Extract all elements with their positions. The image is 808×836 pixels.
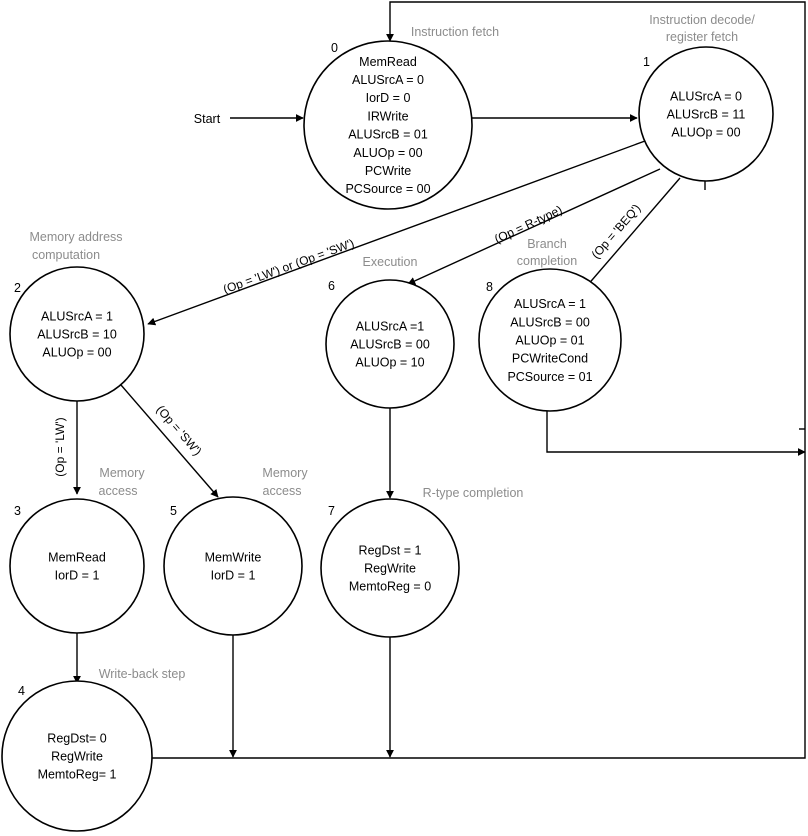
wire-8-to-bus xyxy=(546,410,806,456)
state-6-output-line: ALUSrcA =1 xyxy=(356,319,424,333)
state-0-output-line: ALUOp = 00 xyxy=(353,146,422,160)
state-5-phase-label: Memory xyxy=(262,466,308,480)
state-0-number: 0 xyxy=(331,41,338,55)
state-0-output-line: ALUSrcA = 0 xyxy=(352,73,424,87)
state-5-number: 5 xyxy=(170,504,177,518)
state-2-phase-label: Memory address xyxy=(29,230,122,244)
state-6-circle xyxy=(325,279,455,409)
state-4-output-line: RegWrite xyxy=(51,750,103,764)
wire-return-loop xyxy=(152,1,806,759)
state-6-output-line: ALUSrcB = 00 xyxy=(350,338,430,352)
transition-label-2-to-3: (Op = 'LW') xyxy=(53,417,67,476)
state-3-circle xyxy=(9,498,145,634)
state-0-output-line: IorD = 0 xyxy=(366,91,411,105)
state-7-circle xyxy=(320,498,460,638)
state-1-phase-label: Instruction decode/ xyxy=(649,13,755,27)
wire-2-to-5 xyxy=(120,384,219,498)
state-1: 1 Instruction decode/register fetchALUSrc… xyxy=(638,13,774,182)
state-7-output-line: RegDst = 1 xyxy=(359,543,422,557)
wire-1-to-2 xyxy=(147,140,646,326)
state-0-output-line: ALUSrcB = 01 xyxy=(348,128,428,142)
state-4-output-line: RegDst= 0 xyxy=(47,731,106,745)
state-4-circle xyxy=(1,680,153,832)
state-6-number: 6 xyxy=(328,279,335,293)
state-0-output-line: PCSource = 00 xyxy=(345,182,430,196)
transition-label-1-to-2: (Op = 'LW') or (Op = 'SW') xyxy=(221,236,356,296)
state-3-output-line: IorD = 1 xyxy=(55,569,100,583)
state-6-phase-label: Execution xyxy=(363,255,418,269)
state-2-circle xyxy=(9,266,145,402)
state-3-output-line: MemRead xyxy=(48,550,106,564)
state-8-output-line: PCSource = 01 xyxy=(507,370,592,384)
state-5-circle xyxy=(163,496,303,636)
state-2-phase-label: computation xyxy=(32,248,100,262)
state-0-output-line: PCWrite xyxy=(365,164,411,178)
state-4-output-line: MemtoReg= 1 xyxy=(38,768,117,782)
state-2-output-line: ALUOp = 00 xyxy=(42,346,111,360)
state-1-output-line: ALUSrcA = 0 xyxy=(670,89,742,103)
state-0-output-line: IRWrite xyxy=(367,109,408,123)
state-1-circle xyxy=(638,46,774,182)
state-5-output-line: IorD = 1 xyxy=(211,569,256,583)
state-2-number: 2 xyxy=(14,281,21,295)
state-1-output-line: ALUSrcB = 11 xyxy=(667,108,746,122)
wires xyxy=(73,1,806,759)
state-6-output-line: ALUOp = 10 xyxy=(355,356,424,370)
state-8-output-line: ALUSrcA = 1 xyxy=(514,297,586,311)
state-3-number: 3 xyxy=(14,504,21,518)
state-0-phase-label: Instruction fetch xyxy=(411,25,499,39)
state-3-phase-label: Memory xyxy=(99,466,145,480)
state-1-phase-label: register fetch xyxy=(666,30,738,44)
state-8-phase-label: completion xyxy=(517,254,577,268)
state-8-phase-label: Branch xyxy=(527,237,567,251)
wire-1-to-8 xyxy=(585,177,681,288)
state-1-output-line: ALUOp = 00 xyxy=(671,126,740,140)
state-8-circle xyxy=(478,268,622,412)
state-4-phase-label: Write-back step xyxy=(99,667,186,681)
state-2-output-line: ALUSrcB = 10 xyxy=(37,328,117,342)
state-7-output-line: MemtoReg = 0 xyxy=(349,580,431,594)
state-4-number: 4 xyxy=(18,684,25,698)
state-1-number: 1 xyxy=(643,55,650,69)
state-7-number: 7 xyxy=(328,504,335,518)
state-3-phase-label: access xyxy=(99,484,138,498)
state-8-output-line: ALUOp = 01 xyxy=(515,334,584,348)
state-0-circle xyxy=(303,40,473,210)
state-2-output-line: ALUSrcA = 1 xyxy=(41,309,113,323)
start-label: Start xyxy=(194,112,221,126)
state-8-output-line: ALUSrcB = 00 xyxy=(510,315,590,329)
state-5-output-line: MemWrite xyxy=(205,550,262,564)
state-7-output-line: RegWrite xyxy=(364,562,416,576)
wire-1-to-6 xyxy=(407,168,661,285)
state-7-phase-label: R-type completion xyxy=(423,486,524,500)
state-5-phase-label: access xyxy=(263,484,302,498)
state-8-number: 8 xyxy=(486,280,493,294)
state-0-output-line: MemRead xyxy=(359,55,417,69)
state-8-output-line: PCWriteCond xyxy=(512,352,588,366)
